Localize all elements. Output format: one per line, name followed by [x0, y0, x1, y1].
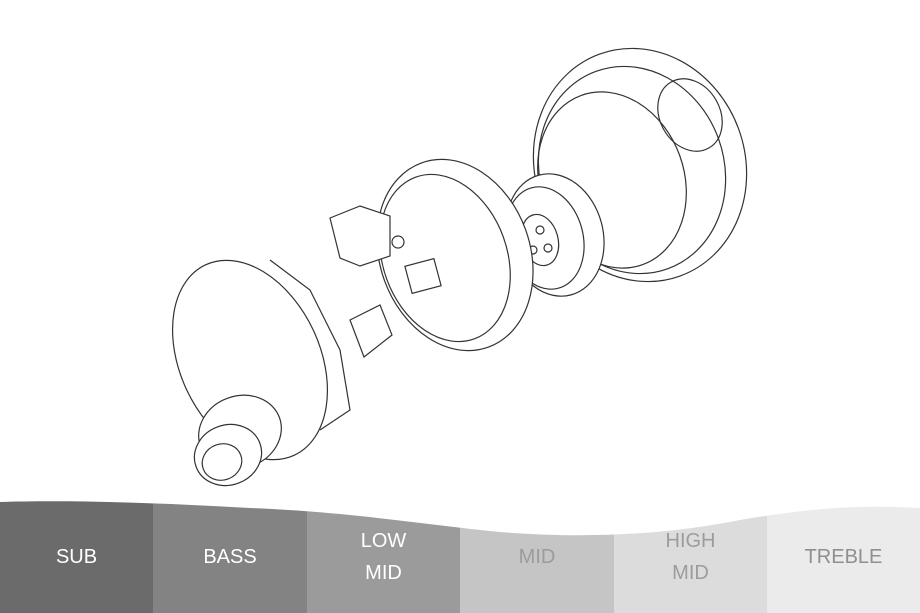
front-housing	[171, 259, 393, 487]
band-label: HIGH	[665, 529, 716, 552]
band-label: MID	[518, 545, 556, 568]
band-label: SUB	[55, 545, 98, 568]
band-sub: SUB	[0, 500, 153, 613]
band-treble: TREBLE	[767, 500, 920, 613]
wave-mask	[0, 490, 920, 536]
band-label: TREBLE	[804, 545, 883, 568]
band-label: MID	[672, 561, 709, 584]
band-label: MID	[365, 561, 402, 584]
band-label: BASS	[203, 545, 257, 568]
band-label: LOW	[360, 529, 407, 552]
band-bass: BASS	[153, 500, 307, 613]
inner-frame	[329, 158, 534, 352]
earphone-exploded-view	[171, 47, 748, 487]
